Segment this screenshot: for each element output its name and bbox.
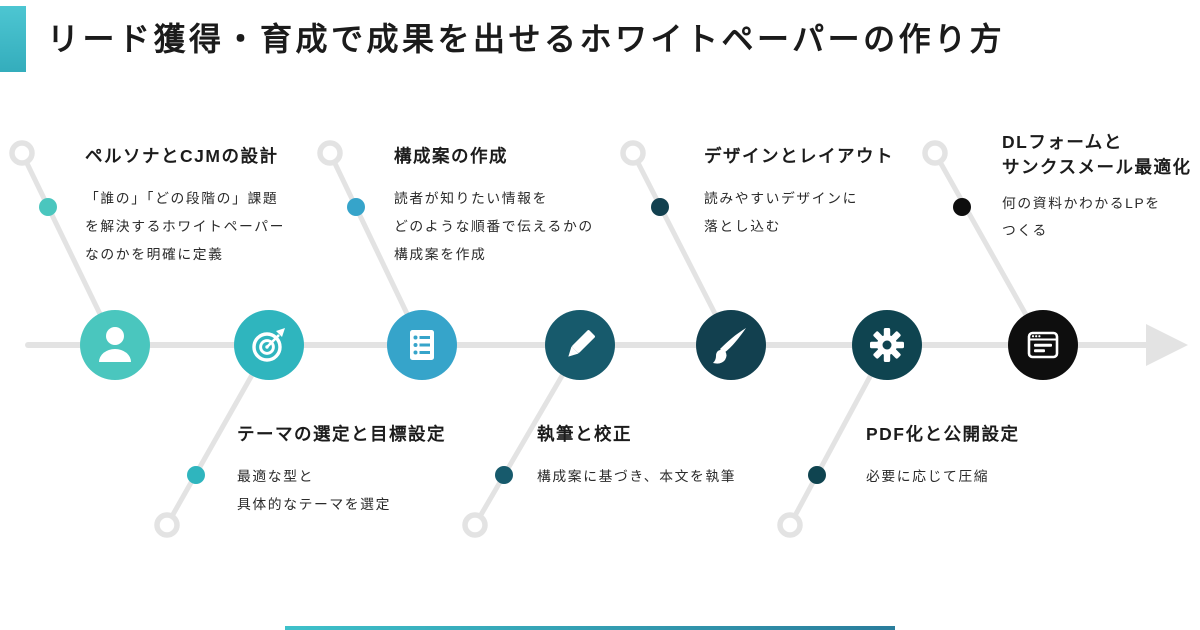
step-5-title: デザインとレイアウト — [704, 146, 894, 166]
step-6-dot — [808, 466, 826, 484]
person-icon — [99, 327, 131, 362]
pencil-icon — [568, 330, 595, 357]
step-6-description: 必要に応じて圧縮 — [866, 469, 990, 485]
step-5-node — [696, 310, 766, 380]
step-1-text: ペルソナとCJMの設計 「誰の」「どの段階の」課題 を解決するホワイトペーパー … — [85, 144, 340, 268]
step-1-description: 「誰の」「どの段階の」課題 を解決するホワイトペーパー なのかを明確に定義 — [85, 191, 286, 262]
step-7-connector — [932, 150, 1046, 348]
step-4-description: 構成案に基づき、本文を執筆 — [537, 469, 737, 485]
step-3-text: 構成案の作成 読者が知りたい情報を どのような順番で伝えるかの 構成案を作成 — [394, 144, 659, 268]
gear-icon — [870, 328, 904, 362]
end-rings — [9, 140, 948, 538]
step-2-title: テーマの選定と目標設定 — [237, 424, 446, 444]
step-7-node — [1008, 310, 1078, 380]
step-2-ring — [154, 512, 180, 538]
step-4-dot — [495, 466, 513, 484]
step-1-ring — [9, 140, 35, 166]
step-1-title: ペルソナとCJMの設計 — [85, 146, 279, 166]
step-1-connector — [19, 150, 118, 348]
step-4-node — [545, 310, 615, 380]
step-3-description: 読者が知りたい情報を どのような順番で伝えるかの 構成案を作成 — [394, 191, 594, 262]
page-title: リード獲得・育成で成果を出せるホワイトペーパーの作り方 — [47, 21, 1006, 57]
step-7-description: 何の資料かわかるLPを つくる — [1002, 195, 1161, 239]
step-5-text: デザインとレイアウト 読みやすいデザインに 落とし込む — [704, 144, 949, 241]
step-2-text: テーマの選定と目標設定 最適な型と 具体的なテーマを選定 — [237, 422, 492, 519]
timeline-arrow-icon — [1146, 324, 1188, 366]
step-4-text: 執筆と校正 構成案に基づき、本文を執筆 — [537, 422, 822, 491]
step-3-connector — [327, 150, 425, 348]
step-5-ring — [620, 140, 646, 166]
step-6-title: PDF化と公開設定 — [866, 424, 1020, 444]
target-icon — [252, 328, 285, 362]
step-7-title: DLフォームと サンクスメール最適化 — [1002, 132, 1192, 178]
step-2-dot — [187, 466, 205, 484]
step-2-description: 最適な型と 具体的なテーマを選定 — [237, 469, 391, 512]
step-1-dot — [39, 198, 57, 216]
title-accent-bar — [0, 6, 26, 72]
step-1-node — [80, 310, 150, 380]
brush-icon — [713, 328, 746, 364]
step-7-dot — [953, 198, 971, 216]
browser-icon — [1027, 331, 1059, 359]
step-3-dot — [347, 198, 365, 216]
step-4-ring — [462, 512, 488, 538]
step-6-ring — [777, 512, 803, 538]
step-4-title: 執筆と校正 — [537, 424, 632, 444]
step-2-node — [234, 310, 304, 380]
step-7-text: DLフォームと サンクスメール最適化 何の資料かわかるLPを つくる — [1002, 130, 1197, 245]
step-3-node — [387, 310, 457, 380]
footer-accent-bar — [285, 626, 895, 630]
step-5-connector — [630, 150, 734, 348]
step-3-ring — [317, 140, 343, 166]
step-6-node — [852, 310, 922, 380]
step-5-dot — [651, 198, 669, 216]
list-icon — [410, 330, 434, 360]
step-6-text: PDF化と公開設定 必要に応じて圧縮 — [866, 422, 1101, 491]
step-5-description: 読みやすいデザインに 落とし込む — [704, 191, 858, 234]
step-3-title: 構成案の作成 — [394, 146, 508, 166]
step-7-ring — [922, 140, 948, 166]
